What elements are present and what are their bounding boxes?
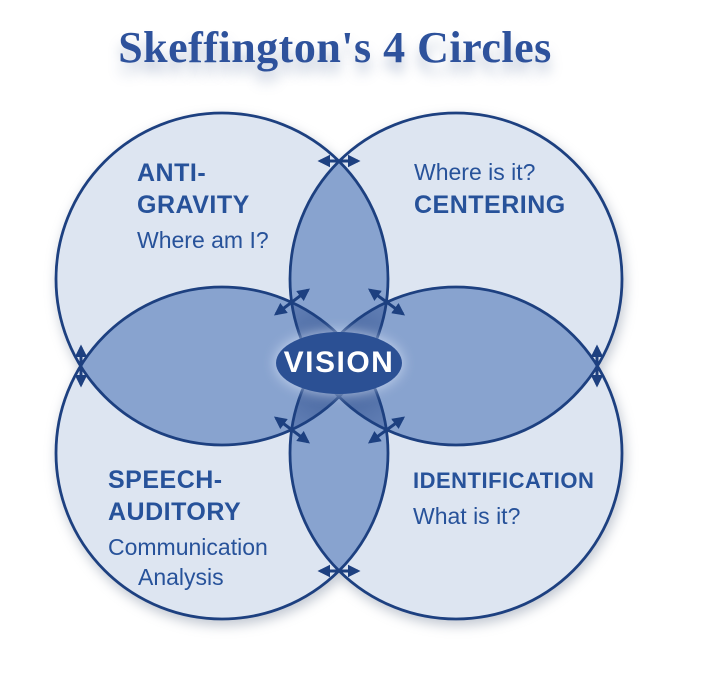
identification-question: What is it? [413,503,521,529]
speech-auditory-sub-line2: Analysis [138,564,224,590]
quadrant-anti-gravity-label: ANTI- GRAVITY Where am I? [137,157,269,255]
exchange-arrow-inner-upper-left-icon [273,288,311,316]
anti-gravity-question: Where am I? [137,227,269,253]
speech-auditory-heading-line2: AUDITORY [108,498,242,526]
anti-gravity-heading-line1: ANTI- [137,159,207,187]
identification-heading: IDENTIFICATION [413,468,595,493]
circle-centering-outline [288,111,624,447]
quadrant-speech-auditory-label: SPEECH- AUDITORY Communication Analysis [108,464,268,592]
vision-ellipse [276,332,402,394]
page-title: Skeffington's 4 Circles [118,23,552,72]
exchange-arrow-inner-lower-right-icon [367,416,406,444]
circle-outlines [54,111,624,621]
speech-auditory-sub-line1: Communication [108,534,268,560]
speech-auditory-heading-line1: SPEECH- [108,466,223,494]
exchange-arrow-inner-upper-right-icon [367,288,406,316]
exchange-arrow-inner-lower-left-icon [273,416,311,444]
anti-gravity-heading-line2: GRAVITY [137,191,250,219]
quadrant-identification-label: IDENTIFICATION What is it? [413,465,594,531]
vision-label: VISION [283,346,395,379]
circle-identification-outline [288,285,624,621]
exchange-arrows [74,154,604,578]
quadrant-centering-label: Where is it? CENTERING [414,157,566,221]
circle-speech-auditory-outline [54,285,390,621]
centering-heading: CENTERING [414,191,566,219]
circle-anti-gravity-outline [54,111,390,447]
centering-question: Where is it? [414,159,536,185]
